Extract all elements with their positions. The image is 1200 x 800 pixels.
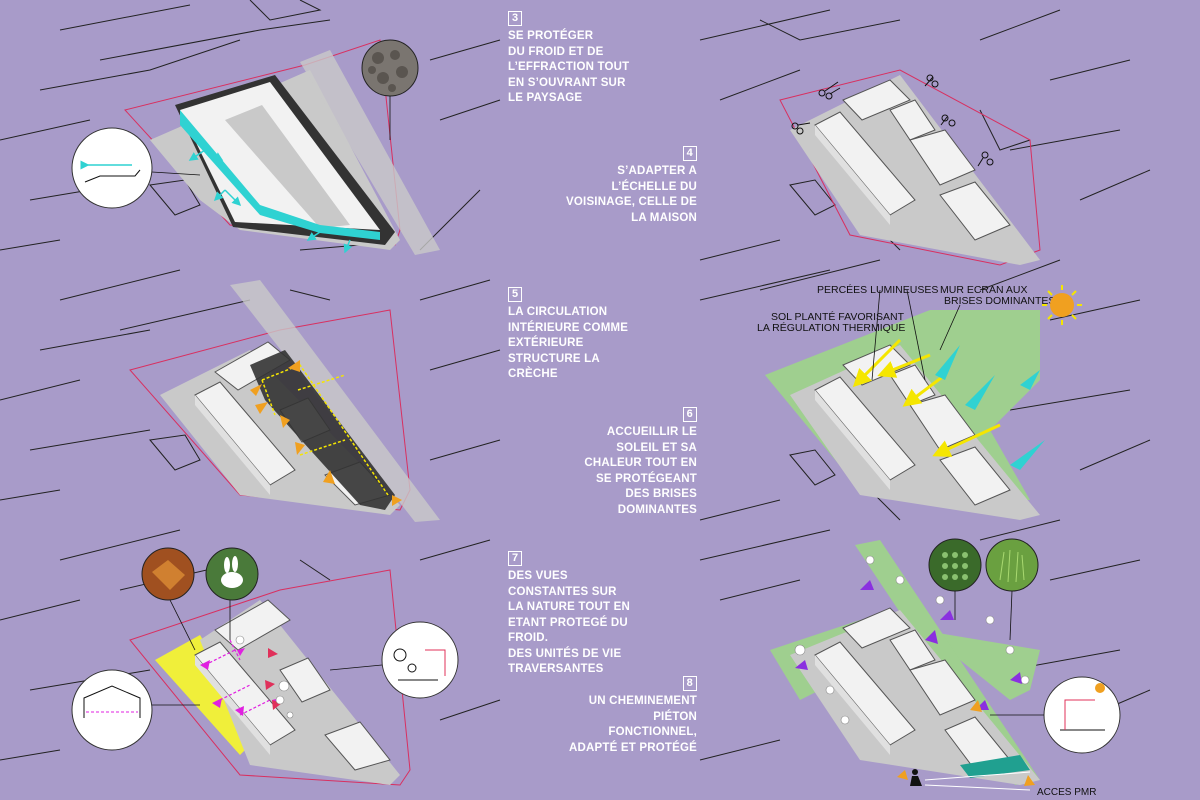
site-boundary <box>779 69 1041 266</box>
road-strip <box>300 50 440 255</box>
orange-arrows <box>897 700 1035 786</box>
pmr-person-icon <box>910 769 922 786</box>
view-section-circle <box>381 621 459 699</box>
panel-4 <box>699 9 1151 266</box>
step-4-block: 4 S’ADAPTER A L’ÉCHELLE DU VOISINAGE, CE… <box>566 146 697 226</box>
step-7-text: DES VUES CONSTANTES SUR LA NATURE TOUT E… <box>508 570 631 675</box>
step-3-text: SE PROTÉGER DU FROID ET DE L’EFFRACTION … <box>508 30 630 104</box>
step-4-number: 4 <box>682 146 697 161</box>
street-lines <box>0 0 501 251</box>
label-acces-pmr: ACCES PMR <box>1037 787 1096 798</box>
stone-texture-detail <box>368 50 408 92</box>
house-section-icon <box>71 669 153 751</box>
buildings-4 <box>814 79 1011 241</box>
label-sol-plante-1: SOL PLANTÉ FAVORISANT <box>771 310 905 323</box>
label-mur-ecran-2: BRISES DOMINANTES <box>944 295 1055 307</box>
sun-rays <box>852 338 1001 457</box>
trees <box>794 555 1030 725</box>
step-8-number: 8 <box>682 676 697 691</box>
step-7-number: 7 <box>508 551 523 566</box>
label-sol-plante-2: LA RÉGULATION THERMIQUE <box>757 321 905 334</box>
circulation-arrows <box>250 360 402 506</box>
site-boundary <box>129 569 411 786</box>
grass-icon <box>985 538 1039 592</box>
sun-icon <box>1042 285 1082 325</box>
step-8-text: UN CHEMINEMENT PIÉTON FONCTIONNEL, ADAPT… <box>569 695 697 754</box>
yellow-garden <box>155 635 260 755</box>
label-percees: PERCÉES LUMINEUSES <box>817 283 938 296</box>
grass-texture <box>999 549 1025 583</box>
road-strip <box>230 280 440 522</box>
wind-arrows <box>935 345 1045 470</box>
red-arrows <box>265 648 282 710</box>
view-arrows <box>188 149 353 254</box>
step-3-block: 3 SE PROTÉGER DU FROID ET DE L’EFFRACTIO… <box>508 11 629 107</box>
step-3-number: 3 <box>508 11 523 26</box>
purple-arrows <box>795 580 1022 710</box>
buildings-7 <box>194 599 391 771</box>
green-roof-texture <box>942 552 968 580</box>
pmr-path <box>924 771 1031 791</box>
panel-7 <box>0 529 501 786</box>
step-5-block: 5 LA CIRCULATION INTÉRIEURE COMME EXTÉRI… <box>508 287 628 383</box>
panel-5 <box>0 269 501 522</box>
panel-3 <box>0 0 501 255</box>
step-6-block: 6 ACCUEILLIR LE SOLEIL ET SA CHALEUR TOU… <box>584 407 697 518</box>
climate-section-circle <box>1043 676 1121 754</box>
step-4-text: S’ADAPTER A L’ÉCHELLE DU VOISINAGE, CELL… <box>566 165 697 224</box>
step-8-block: 8 UN CHEMINEMENT PIÉTON FONCTIONNEL, ADA… <box>569 676 697 756</box>
step-6-number: 6 <box>682 407 697 422</box>
street-lines <box>699 259 1151 521</box>
label-mur-ecran-1: MUR ECRAN AUX <box>940 284 1028 296</box>
panel-8: ACCES PMR <box>699 519 1151 798</box>
step-5-text: LA CIRCULATION INTÉRIEURE COMME EXTÉRIEU… <box>508 306 629 380</box>
scissors-icon <box>791 74 994 167</box>
street-lines <box>699 519 1151 761</box>
building-3 <box>175 75 395 245</box>
panel-6: PERCÉES LUMINEUSES MUR ECRAN AUX BRISES … <box>699 259 1151 521</box>
step-6-text: ACCUEILLIR LE SOLEIL ET SA CHALEUR TOUT … <box>584 426 697 516</box>
buildings-8 <box>814 607 1030 778</box>
view-lines <box>204 639 271 716</box>
step-7-block: 7 DES VUES CONSTANTES SUR LA NATURE TOUT… <box>508 551 630 678</box>
buildings-5 <box>194 341 395 510</box>
street-lines <box>0 269 501 501</box>
section-detail-circle <box>71 127 153 209</box>
step-5-number: 5 <box>508 287 523 302</box>
